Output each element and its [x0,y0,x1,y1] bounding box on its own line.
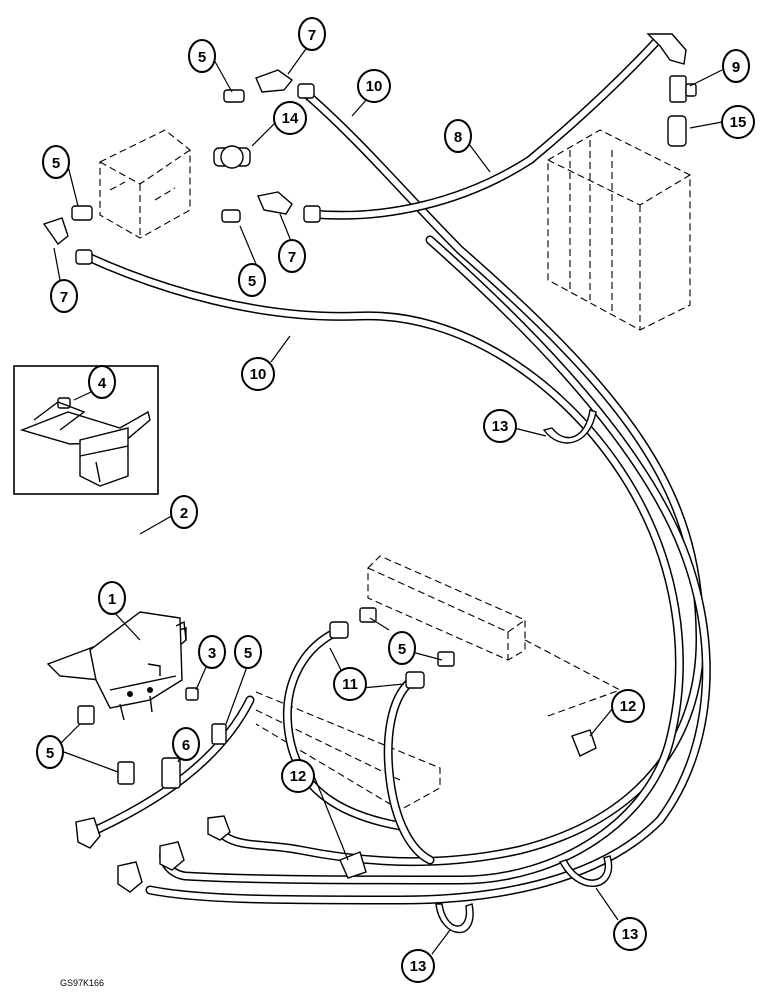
svg-text:6: 6 [182,737,190,754]
svg-text:7: 7 [60,289,68,306]
callout-2: 2 [170,495,198,529]
svg-text:7: 7 [288,249,296,266]
svg-text:13: 13 [622,926,639,943]
callout-5: 5 [388,631,416,665]
drawing-code: GS97K166 [60,978,104,988]
svg-text:5: 5 [244,645,252,662]
callout-10: 10 [357,69,391,103]
svg-text:5: 5 [52,155,60,172]
callout-5: 5 [36,735,64,769]
callout-15: 15 [721,105,755,139]
callout-5: 5 [238,263,266,297]
frame-bracket-outline [255,555,621,811]
callout-12: 12 [611,689,645,723]
callout-13: 13 [401,949,435,983]
detail-inset [13,365,159,495]
svg-text:10: 10 [366,78,383,95]
leader-lines [53,45,723,955]
callout-10: 10 [241,357,275,391]
callout-7: 7 [50,279,78,313]
svg-text:14: 14 [282,110,299,127]
svg-text:1: 1 [108,591,116,608]
control-valve-block-top [99,129,191,239]
callout-5: 5 [234,635,262,669]
svg-text:2: 2 [180,505,188,522]
svg-text:11: 11 [342,676,358,693]
svg-text:5: 5 [46,745,54,762]
callout-12: 12 [281,759,315,793]
callout-5: 5 [42,145,70,179]
svg-text:5: 5 [198,49,206,66]
callout-13: 13 [613,917,647,951]
svg-text:4: 4 [98,375,107,392]
svg-text:5: 5 [398,641,406,658]
callout-14: 14 [273,101,307,135]
callout-1: 1 [98,581,126,615]
svg-text:9: 9 [732,59,740,76]
hose-clamps [435,409,613,934]
svg-text:12: 12 [290,768,307,785]
fittings [42,33,697,893]
callout-6: 6 [172,727,200,761]
callout-7: 7 [298,17,326,51]
svg-text:8: 8 [454,129,462,146]
callout-4: 4 [88,365,116,399]
callout-13: 13 [483,409,517,443]
svg-text:10: 10 [250,366,267,383]
callout-3: 3 [198,635,226,669]
svg-text:3: 3 [208,645,216,662]
svg-text:7: 7 [308,27,316,44]
callout-7: 7 [278,239,306,273]
pedal-valve-assembly [46,611,187,721]
callout-8: 8 [444,119,472,153]
hoses [81,37,711,905]
callout-11: 11 [333,667,367,701]
svg-text:5: 5 [248,273,256,290]
svg-text:12: 12 [620,698,637,715]
svg-text:15: 15 [730,114,747,131]
control-valve-bank-right [547,129,691,331]
callout-9: 9 [722,49,750,83]
svg-text:13: 13 [410,958,427,975]
callout-5: 5 [188,39,216,73]
svg-text:13: 13 [492,418,509,435]
